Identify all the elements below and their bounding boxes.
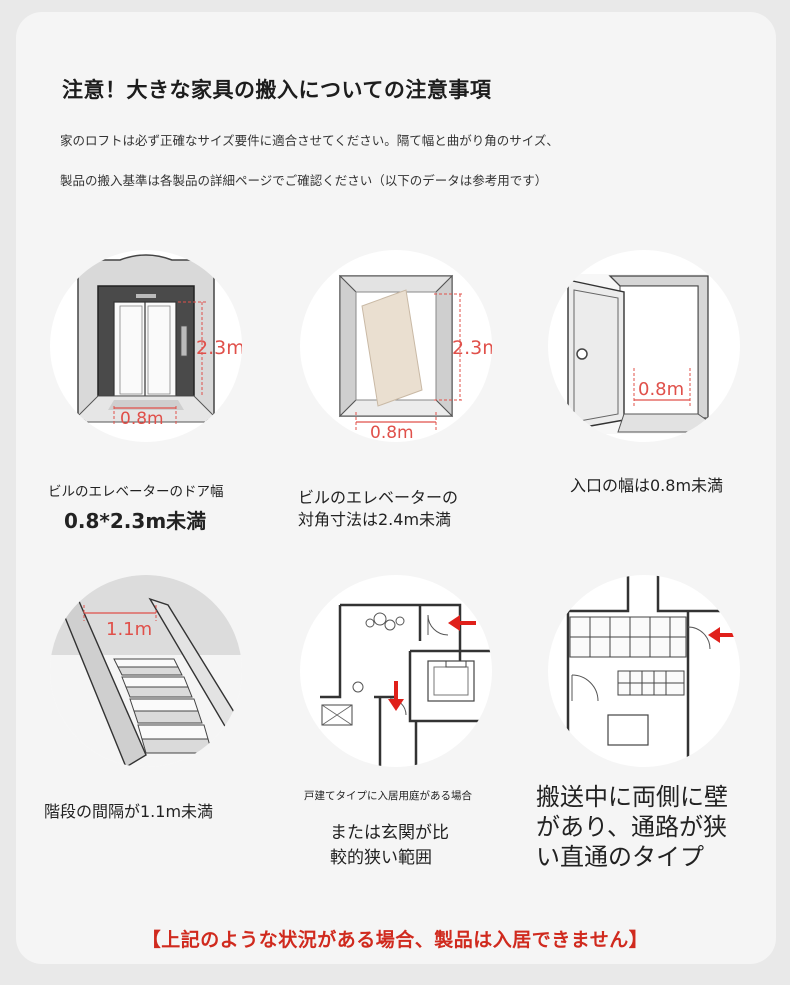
corridor-icon (566, 575, 740, 767)
item-caption: 対角寸法は2.4m未満 (298, 510, 452, 529)
elevator-diagonal-icon: 2.3m 0.8m (338, 274, 492, 442)
content-card (16, 12, 776, 964)
item-caption-small: 戸建てタイプに入居用庭がある場合 (304, 790, 472, 802)
elevator-diagonal-illustration: 2.3m 0.8m (300, 250, 492, 442)
item-caption: 搬送中に両側に壁 (536, 783, 728, 811)
dimension-height-label: 2.3m (196, 337, 242, 359)
dimension-width-label: 0.8m (638, 379, 684, 400)
item-caption-strong: 0.8*2.3m未満 (64, 509, 207, 533)
staircase-icon: 1.1m (50, 575, 242, 767)
item-caption: 階段の間隔が1.1m未満 (44, 802, 214, 821)
item-caption: 較的狭い範囲 (330, 848, 432, 868)
item-caption: い直通のタイプ (536, 843, 704, 871)
entrance-door-icon: 0.8m (567, 274, 726, 434)
dimension-height-label: 2.3m (452, 337, 492, 359)
item-caption: ビルのエレベーターの (298, 488, 459, 507)
description-line-1: 家のロフトは必ず正確なサイズ要件に適合させてください。隔て幅と曲がり角のサイズ、 (60, 133, 559, 148)
item-caption: 入口の幅は0.8m未満 (570, 476, 724, 495)
dimension-width-label: 0.8m (370, 423, 414, 442)
item-caption: があり、通路が狭 (536, 813, 728, 841)
entrance-door-illustration: 0.8m (548, 250, 740, 442)
corridor-illustration (548, 575, 740, 767)
dimension-width-label: 1.1m (106, 619, 152, 640)
floor-plan-illustration (300, 575, 492, 767)
staircase-illustration: 1.1m (50, 575, 242, 767)
description-line-2: 製品の搬入基準は各製品の詳細ページでご確認ください（以下のデータは参考用です） (60, 173, 548, 188)
elevator-door-icon: 2.3m 0.8m (70, 254, 242, 429)
item-caption: または玄関が比 (330, 823, 449, 843)
footer-notice: 【上記のような状況がある場合、製品は入居できません】 (141, 929, 649, 951)
elevator-door-illustration: 2.3m 0.8m (50, 250, 242, 442)
item-caption: ビルのエレベーターのドア幅 (48, 484, 224, 500)
page-title: 注意！大きな家具の搬入についての注意事項 (62, 78, 492, 102)
floor-plan-icon (320, 603, 492, 767)
dimension-width-label: 0.8m (120, 409, 164, 429)
